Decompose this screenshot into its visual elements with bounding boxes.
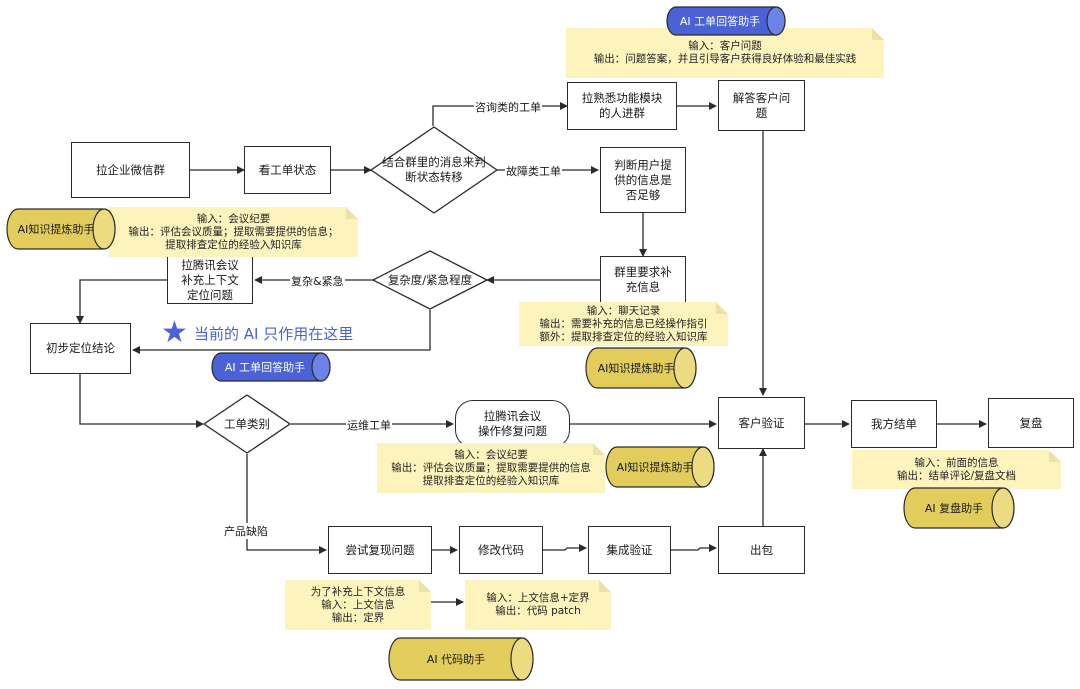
assistant-knowledge-left: AI知识提炼助手 <box>6 208 116 250</box>
edge-conclusion-to-type <box>79 374 204 428</box>
node-release: 出包 <box>718 526 805 574</box>
note-answer-assistant: 输入：客户问题 输出：问题答案，并且引导客户获得良好体验和最佳实践 <box>566 28 884 78</box>
node-modify-code: 修改代码 <box>459 526 543 574</box>
assistant-knowledge-mid: AI知识提炼助手 <box>585 347 697 389</box>
assistant-answer-top: AI 工单回答助手 <box>664 6 786 36</box>
node-answer-customer: 解答客户问 题 <box>718 80 805 131</box>
decision-complexity-label: 复杂度/紧急程度 <box>387 272 473 287</box>
node-request-more-info: 群里要求补 充信息 <box>600 256 686 304</box>
edge-label-fault: 故障类工单 <box>505 163 562 179</box>
edge-complexity-to-conclusion <box>132 310 431 354</box>
node-tencent-meeting-fix: 拉腾讯会议 操作修复问题 <box>455 400 570 448</box>
note-chat-record: 输入：聊天记录 输出：需要补充的信息已经操作指引 额外：提取排查定位的经验入知识… <box>519 302 728 346</box>
node-pull-wechat-group: 拉企业微信群 <box>71 142 190 198</box>
assistant-answer-mid-label: AI 工单回答助手 <box>224 361 306 374</box>
decision-judge-state-label: 结合群里的消息来判 断状态转移 <box>382 155 486 184</box>
node-pull-feature-owner: 拉熟悉功能模块 的人进群 <box>567 82 677 130</box>
highlight-ai-scope: 当前的 AI 只作用在这里 <box>194 325 354 343</box>
note-context-boundary: 为了补充上下文信息 输入：上文信息 输出：定界 <box>285 580 431 630</box>
assistant-answer-top-label: AI 工单回答助手 <box>679 15 761 28</box>
decision-ticket-type-label: 工单类别 <box>224 416 270 431</box>
assistant-review-label: AI 复盘助手 <box>924 502 984 515</box>
node-check-ticket-status: 看工单状态 <box>244 146 331 194</box>
node-our-close: 我方结单 <box>851 400 937 448</box>
note-knowledge-bottom: 输入：会议纪要 输出：评估会议质量；提取需要提供的信息 提取排查定位的经验入知识… <box>377 443 605 493</box>
edge-product-defect <box>246 454 327 554</box>
node-customer-verify: 客户验证 <box>718 397 805 449</box>
decision-judge-state: 结合群里的消息来判 断状态转移 <box>370 126 498 214</box>
star-icon: ★ <box>161 315 188 350</box>
node-review: 复盘 <box>988 398 1074 448</box>
assistant-review: AI 复盘助手 <box>903 487 1015 529</box>
node-reproduce: 尝试复现问题 <box>328 526 432 574</box>
assistant-knowledge-bottom-label: AI知识提炼助手 <box>616 461 694 474</box>
decision-complexity: 复杂度/紧急程度 <box>372 250 488 310</box>
edge-modify-to-integration <box>543 544 587 552</box>
edge-label-product-defect: 产品缺陷 <box>223 523 269 539</box>
edge-label-complex-urgent: 复杂&紧急 <box>290 273 345 289</box>
node-integration-test: 集成验证 <box>588 526 671 574</box>
node-judge-info-enough: 判断用户提 供的信息是 否足够 <box>600 147 686 213</box>
node-tencent-meeting-context: 拉腾讯会议 补充上下文 定位问题 <box>167 256 253 304</box>
edge-label-consult: 咨询类的工单 <box>474 99 542 115</box>
assistant-answer-mid: AI 工单回答助手 <box>209 352 331 382</box>
edge-integration-to-release <box>671 544 717 552</box>
node-preliminary-conclusion: 初步定位结论 <box>30 323 131 374</box>
assistant-code-label: AI 代码助手 <box>426 653 486 666</box>
note-code-patch: 输入：上文信息+定界 输出：代码 patch <box>465 580 611 630</box>
note-review: 输入：前面的信息 输出：结单评论/复盘文档 <box>852 450 1061 489</box>
edge-label-ops: 运维工单 <box>346 417 392 433</box>
edge-meeting-to-conclusion <box>76 279 167 324</box>
assistant-knowledge-left-label: AI知识提炼助手 <box>17 223 95 236</box>
assistant-knowledge-bottom: AI知识提炼助手 <box>605 446 715 488</box>
note-knowledge-left: 输入：会议纪要 输出：评估会议质量；提取需要提供的信息； 提取排查定位的经验入知… <box>109 207 358 257</box>
decision-ticket-type: 工单类别 <box>203 394 291 454</box>
assistant-knowledge-mid-label: AI知识提炼助手 <box>597 362 675 375</box>
assistant-code: AI 代码助手 <box>388 637 534 681</box>
